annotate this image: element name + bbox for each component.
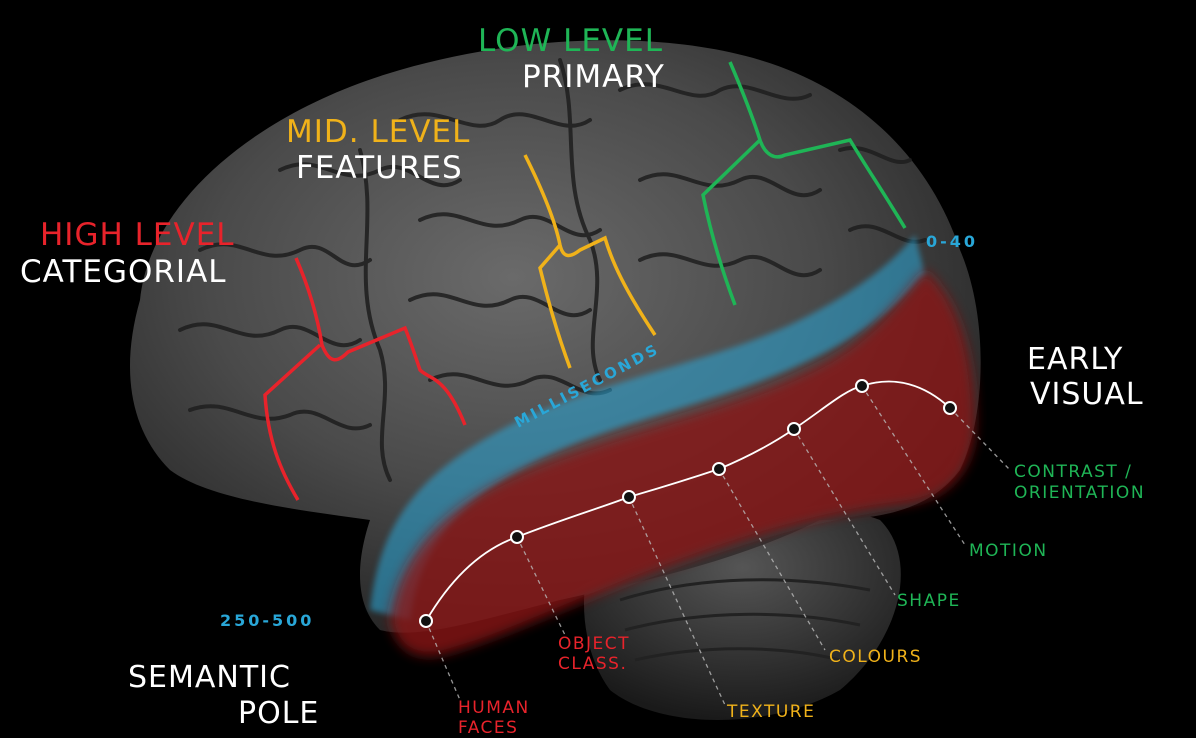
mid-level-name: FEATURES [296,153,463,184]
high-level-name: CATEGORIAL [20,257,227,288]
node-colours [713,463,725,475]
mid-level-title: MID. LEVEL [286,117,470,148]
semantic-pole-line1: SEMANTIC [128,663,291,693]
feature-colours: COLOURS [829,649,922,666]
low-level-title: LOW LEVEL [478,26,663,57]
feature-human-faces-line2: FACES [458,720,518,737]
feature-shape: SHAPE [897,593,961,610]
early-visual-line1: EARLY [1027,345,1123,375]
node-human-faces [420,615,432,627]
early-visual-line2: VISUAL [1030,380,1144,410]
node-motion [856,380,868,392]
node-texture [623,491,635,503]
timing-end-label: 250-500 [220,613,314,629]
node-shape [788,423,800,435]
feature-motion: MOTION [969,543,1048,560]
feature-human-faces-line1: HUMAN [458,700,530,717]
semantic-pole-line2: POLE [238,699,319,729]
low-level-name: PRIMARY [522,62,665,93]
feature-object-class-line2: CLASS. [558,656,627,673]
timing-start-label: 0-40 [926,234,978,250]
feature-contrast-line2: ORIENTATION [1014,485,1145,502]
feature-object-class-line1: OBJECT [558,636,630,653]
feature-texture: TEXTURE [727,704,815,721]
node-contrast [944,402,956,414]
feature-contrast-line1: CONTRAST / [1014,464,1132,481]
node-object-class [511,531,523,543]
high-level-title: HIGH LEVEL [40,220,235,251]
